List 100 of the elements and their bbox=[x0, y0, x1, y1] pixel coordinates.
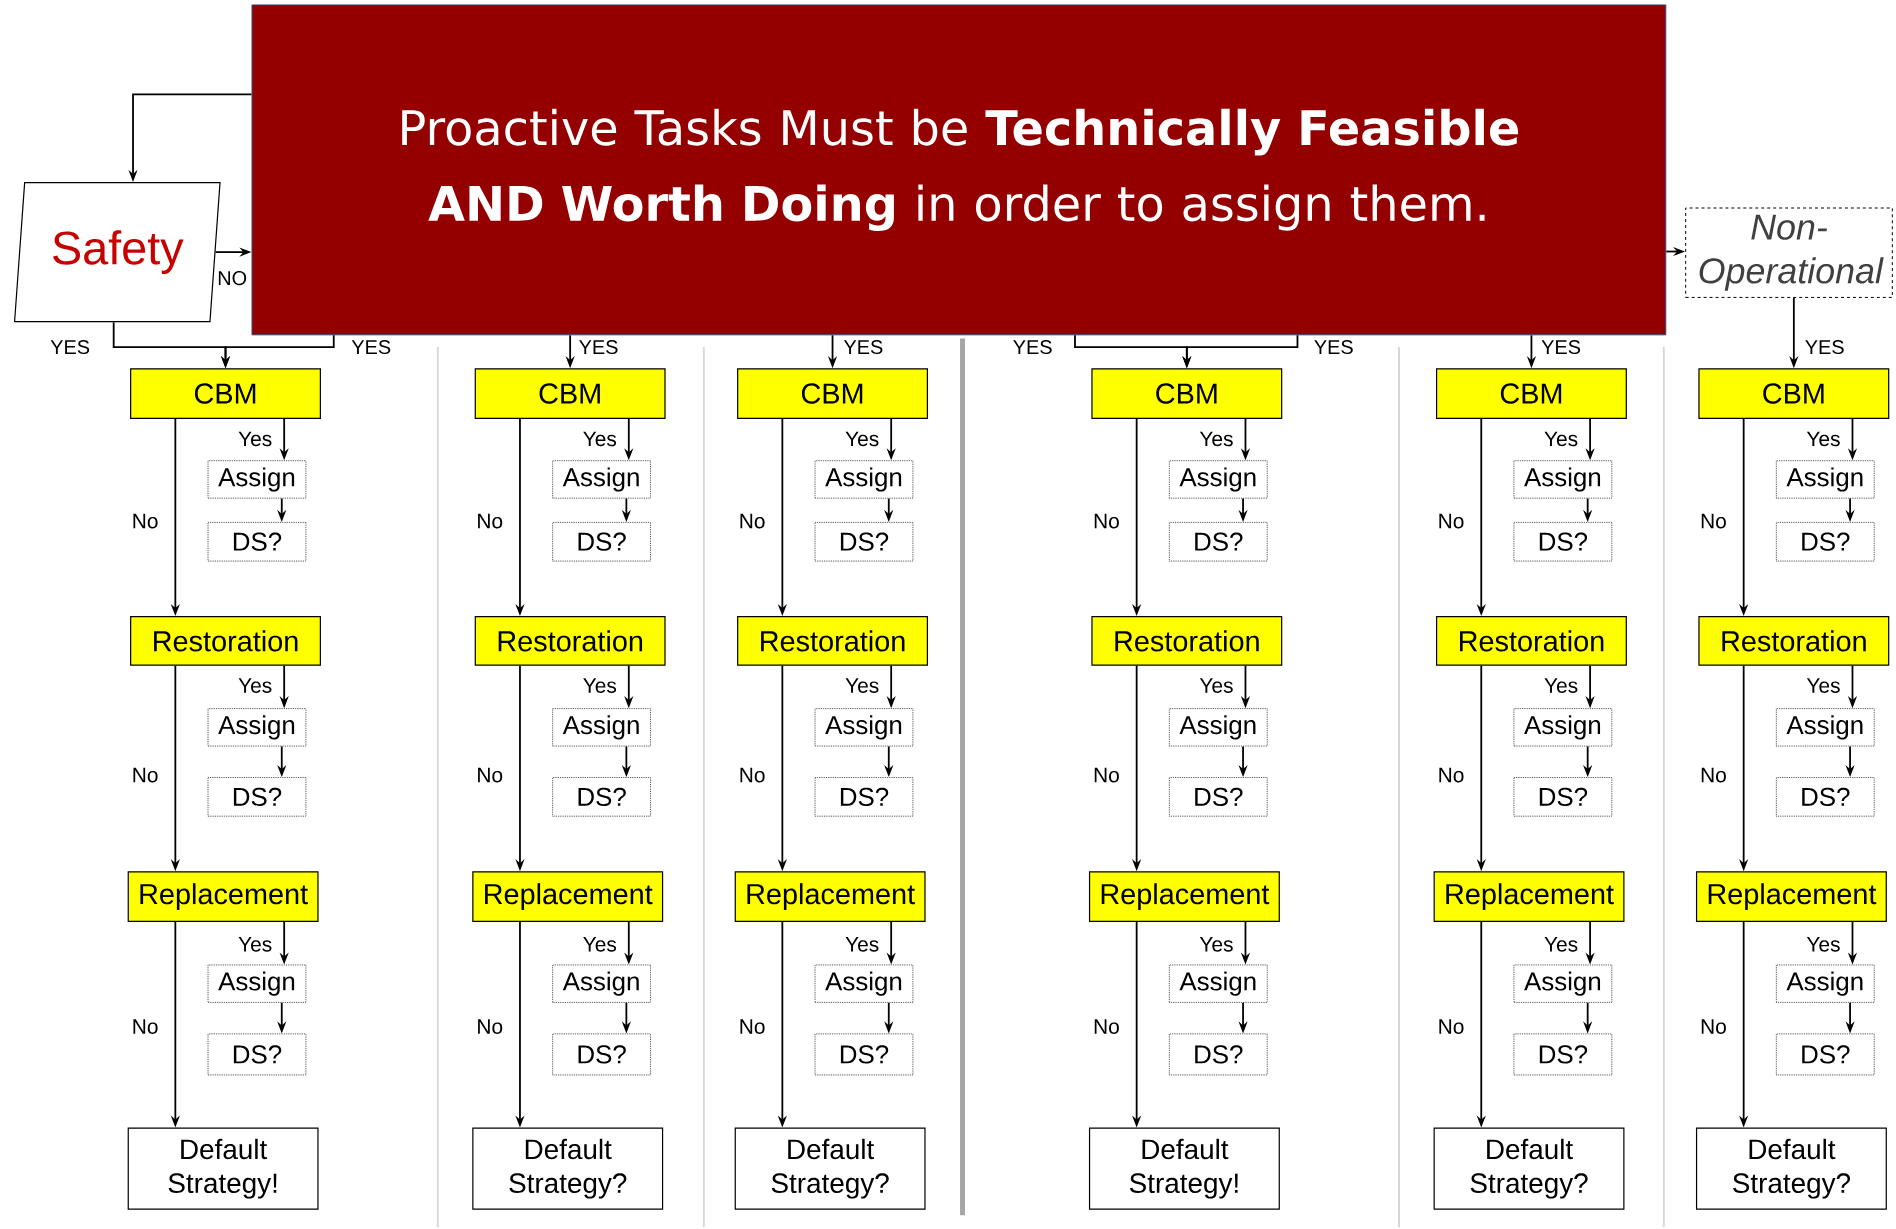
question-box: DS? bbox=[1513, 1033, 1613, 1076]
edge-label: No bbox=[1699, 513, 1728, 530]
question-box: DS? bbox=[552, 777, 651, 817]
edge-label: No bbox=[1436, 767, 1466, 784]
edge-label: Yes bbox=[1805, 677, 1842, 695]
result-box: Default Strategy? bbox=[734, 1127, 926, 1210]
edge-label: Yes bbox=[581, 936, 618, 953]
edge-label: Yes bbox=[1198, 430, 1235, 448]
edge-label: Yes bbox=[237, 936, 274, 953]
task-box: Replacement bbox=[1088, 871, 1280, 923]
question-box: DS? bbox=[1775, 1033, 1875, 1076]
edge-label: No bbox=[475, 767, 505, 784]
edge-label: YES bbox=[1011, 339, 1054, 356]
decision-box: Non- Operational bbox=[1685, 207, 1893, 299]
action-box: Assign bbox=[1168, 964, 1268, 1004]
edge-label: No bbox=[475, 1018, 505, 1036]
edge-label: Yes bbox=[581, 677, 618, 695]
edge-label: No bbox=[737, 767, 767, 784]
edge-label: No bbox=[1699, 767, 1728, 784]
edge-label: Yes bbox=[844, 677, 881, 695]
edge-label: Yes bbox=[581, 430, 618, 448]
edge-label: No bbox=[1436, 513, 1466, 530]
question-box: DS? bbox=[1168, 1033, 1268, 1076]
question-box: DS? bbox=[1513, 777, 1613, 817]
task-box: Replacement bbox=[734, 871, 926, 923]
edge-label: Yes bbox=[844, 936, 881, 953]
question-box: DS? bbox=[814, 1033, 914, 1076]
task-box: Restoration bbox=[130, 616, 321, 666]
task-box: Restoration bbox=[1436, 616, 1627, 666]
task-box: CBM bbox=[474, 368, 666, 420]
action-box: Assign bbox=[1775, 460, 1875, 499]
task-box: Restoration bbox=[1698, 616, 1890, 666]
result-box: Default Strategy! bbox=[1088, 1127, 1280, 1210]
action-box: Assign bbox=[207, 460, 307, 499]
action-box: Assign bbox=[1513, 708, 1613, 747]
action-box: Assign bbox=[1168, 460, 1268, 499]
edge-label: YES bbox=[1540, 339, 1582, 356]
edge-label: YES bbox=[577, 339, 620, 356]
edge-label: Yes bbox=[1198, 936, 1235, 953]
question-box: DS? bbox=[1775, 777, 1875, 817]
result-box: Default Strategy? bbox=[1695, 1127, 1887, 1210]
edge-label: YES bbox=[1803, 339, 1846, 356]
result-box: Default Strategy? bbox=[472, 1127, 664, 1210]
edge-label: Yes bbox=[237, 677, 274, 695]
result-box: Default Strategy! bbox=[127, 1127, 319, 1210]
action-box: Assign bbox=[552, 964, 651, 1004]
question-box: DS? bbox=[207, 1033, 307, 1076]
edge-label: YES bbox=[1312, 339, 1355, 356]
question-box: DS? bbox=[814, 522, 914, 562]
question-box: DS? bbox=[552, 1033, 651, 1076]
question-box: DS? bbox=[207, 522, 307, 562]
action-box: Assign bbox=[1168, 708, 1268, 747]
action-box: Assign bbox=[1775, 708, 1875, 747]
edge-label: No bbox=[130, 513, 160, 530]
action-box: Assign bbox=[814, 460, 914, 499]
task-box: Replacement bbox=[127, 871, 319, 923]
action-box: Assign bbox=[552, 460, 651, 499]
result-box: Default Strategy? bbox=[1433, 1127, 1625, 1210]
action-box: Assign bbox=[1513, 964, 1613, 1004]
action-box: Assign bbox=[207, 964, 307, 1004]
edge-label: No bbox=[130, 1018, 160, 1036]
edge-label: No bbox=[475, 513, 505, 530]
question-box: DS? bbox=[814, 777, 914, 817]
edge-label: Yes bbox=[1543, 430, 1580, 448]
task-box: Replacement bbox=[1695, 871, 1887, 923]
edge-label: Yes bbox=[1805, 936, 1842, 953]
task-box: Restoration bbox=[737, 616, 928, 666]
edge-label: Yes bbox=[1543, 677, 1580, 695]
edge-label: No bbox=[1092, 1018, 1121, 1036]
edge-label: YES bbox=[350, 339, 393, 356]
edge-label: No bbox=[1436, 1018, 1466, 1036]
edge-label: Yes bbox=[1543, 936, 1580, 953]
edge-label: No bbox=[1092, 513, 1121, 530]
action-box: Assign bbox=[207, 708, 307, 747]
task-box: Replacement bbox=[1433, 871, 1625, 923]
action-box: Assign bbox=[552, 708, 651, 747]
question-box: DS? bbox=[552, 522, 651, 562]
question-box: DS? bbox=[1513, 522, 1613, 562]
edge-label: Yes bbox=[1198, 677, 1235, 695]
question-box: DS? bbox=[207, 777, 307, 817]
action-box: Assign bbox=[814, 964, 914, 1004]
edge-label: No bbox=[1092, 767, 1121, 784]
task-box: CBM bbox=[1091, 368, 1283, 420]
task-box: CBM bbox=[1436, 368, 1627, 420]
question-box: DS? bbox=[1775, 522, 1875, 562]
edge-label: YES bbox=[842, 339, 885, 356]
task-box: CBM bbox=[1698, 368, 1890, 420]
edge-label: No bbox=[737, 1018, 767, 1036]
edge-label: YES bbox=[49, 339, 92, 356]
question-box: DS? bbox=[1168, 777, 1268, 817]
action-box: Assign bbox=[1775, 964, 1875, 1004]
edge-label: Yes bbox=[844, 430, 881, 448]
action-box: Assign bbox=[1513, 460, 1613, 499]
task-box: CBM bbox=[130, 368, 321, 420]
task-box: Replacement bbox=[472, 871, 664, 923]
task-box: Restoration bbox=[1091, 616, 1283, 666]
task-box: CBM bbox=[737, 368, 928, 420]
edge-label: Yes bbox=[237, 430, 274, 448]
action-box: Assign bbox=[814, 708, 914, 747]
edge-label: No bbox=[1699, 1018, 1728, 1036]
